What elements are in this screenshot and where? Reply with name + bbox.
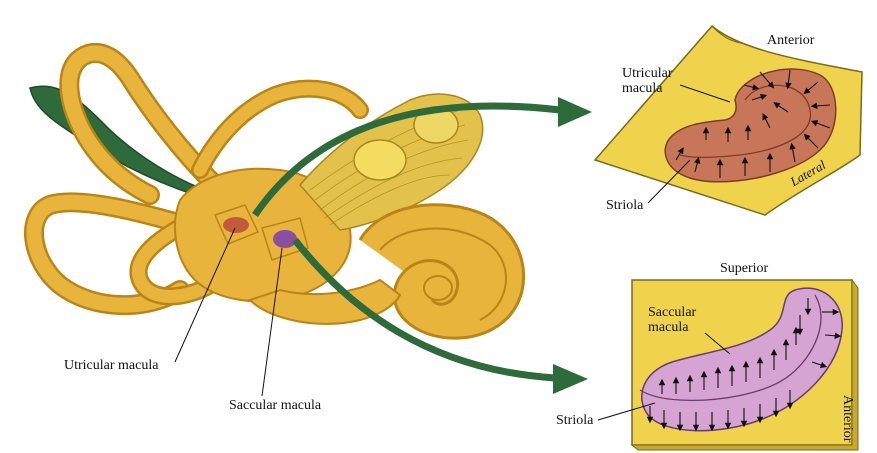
saccular-macula-inset-label: Saccular macula	[648, 306, 718, 335]
arrow-head-bottom	[553, 364, 588, 394]
utricle-spot	[223, 217, 249, 233]
superior-label: Superior	[720, 262, 768, 277]
anterior-side-label: Anterior	[839, 395, 854, 442]
striola-bottom-label: Striola	[556, 414, 593, 429]
utricular-macula-inset-label: Utricular macula	[622, 67, 692, 96]
utricular-macula-label: Utricular macula	[64, 359, 158, 374]
saccular-macula-label: Saccular macula	[229, 399, 321, 414]
utricular-macula-inset	[595, 26, 862, 215]
labyrinth	[30, 53, 524, 338]
arrow-head-top	[558, 97, 592, 127]
saccular-macula-inset	[598, 280, 858, 450]
saccule-spot	[273, 230, 297, 248]
anterior-top-label: Anterior	[767, 34, 814, 49]
cochlea	[360, 205, 524, 338]
striola-top-label: Striola	[606, 199, 643, 214]
